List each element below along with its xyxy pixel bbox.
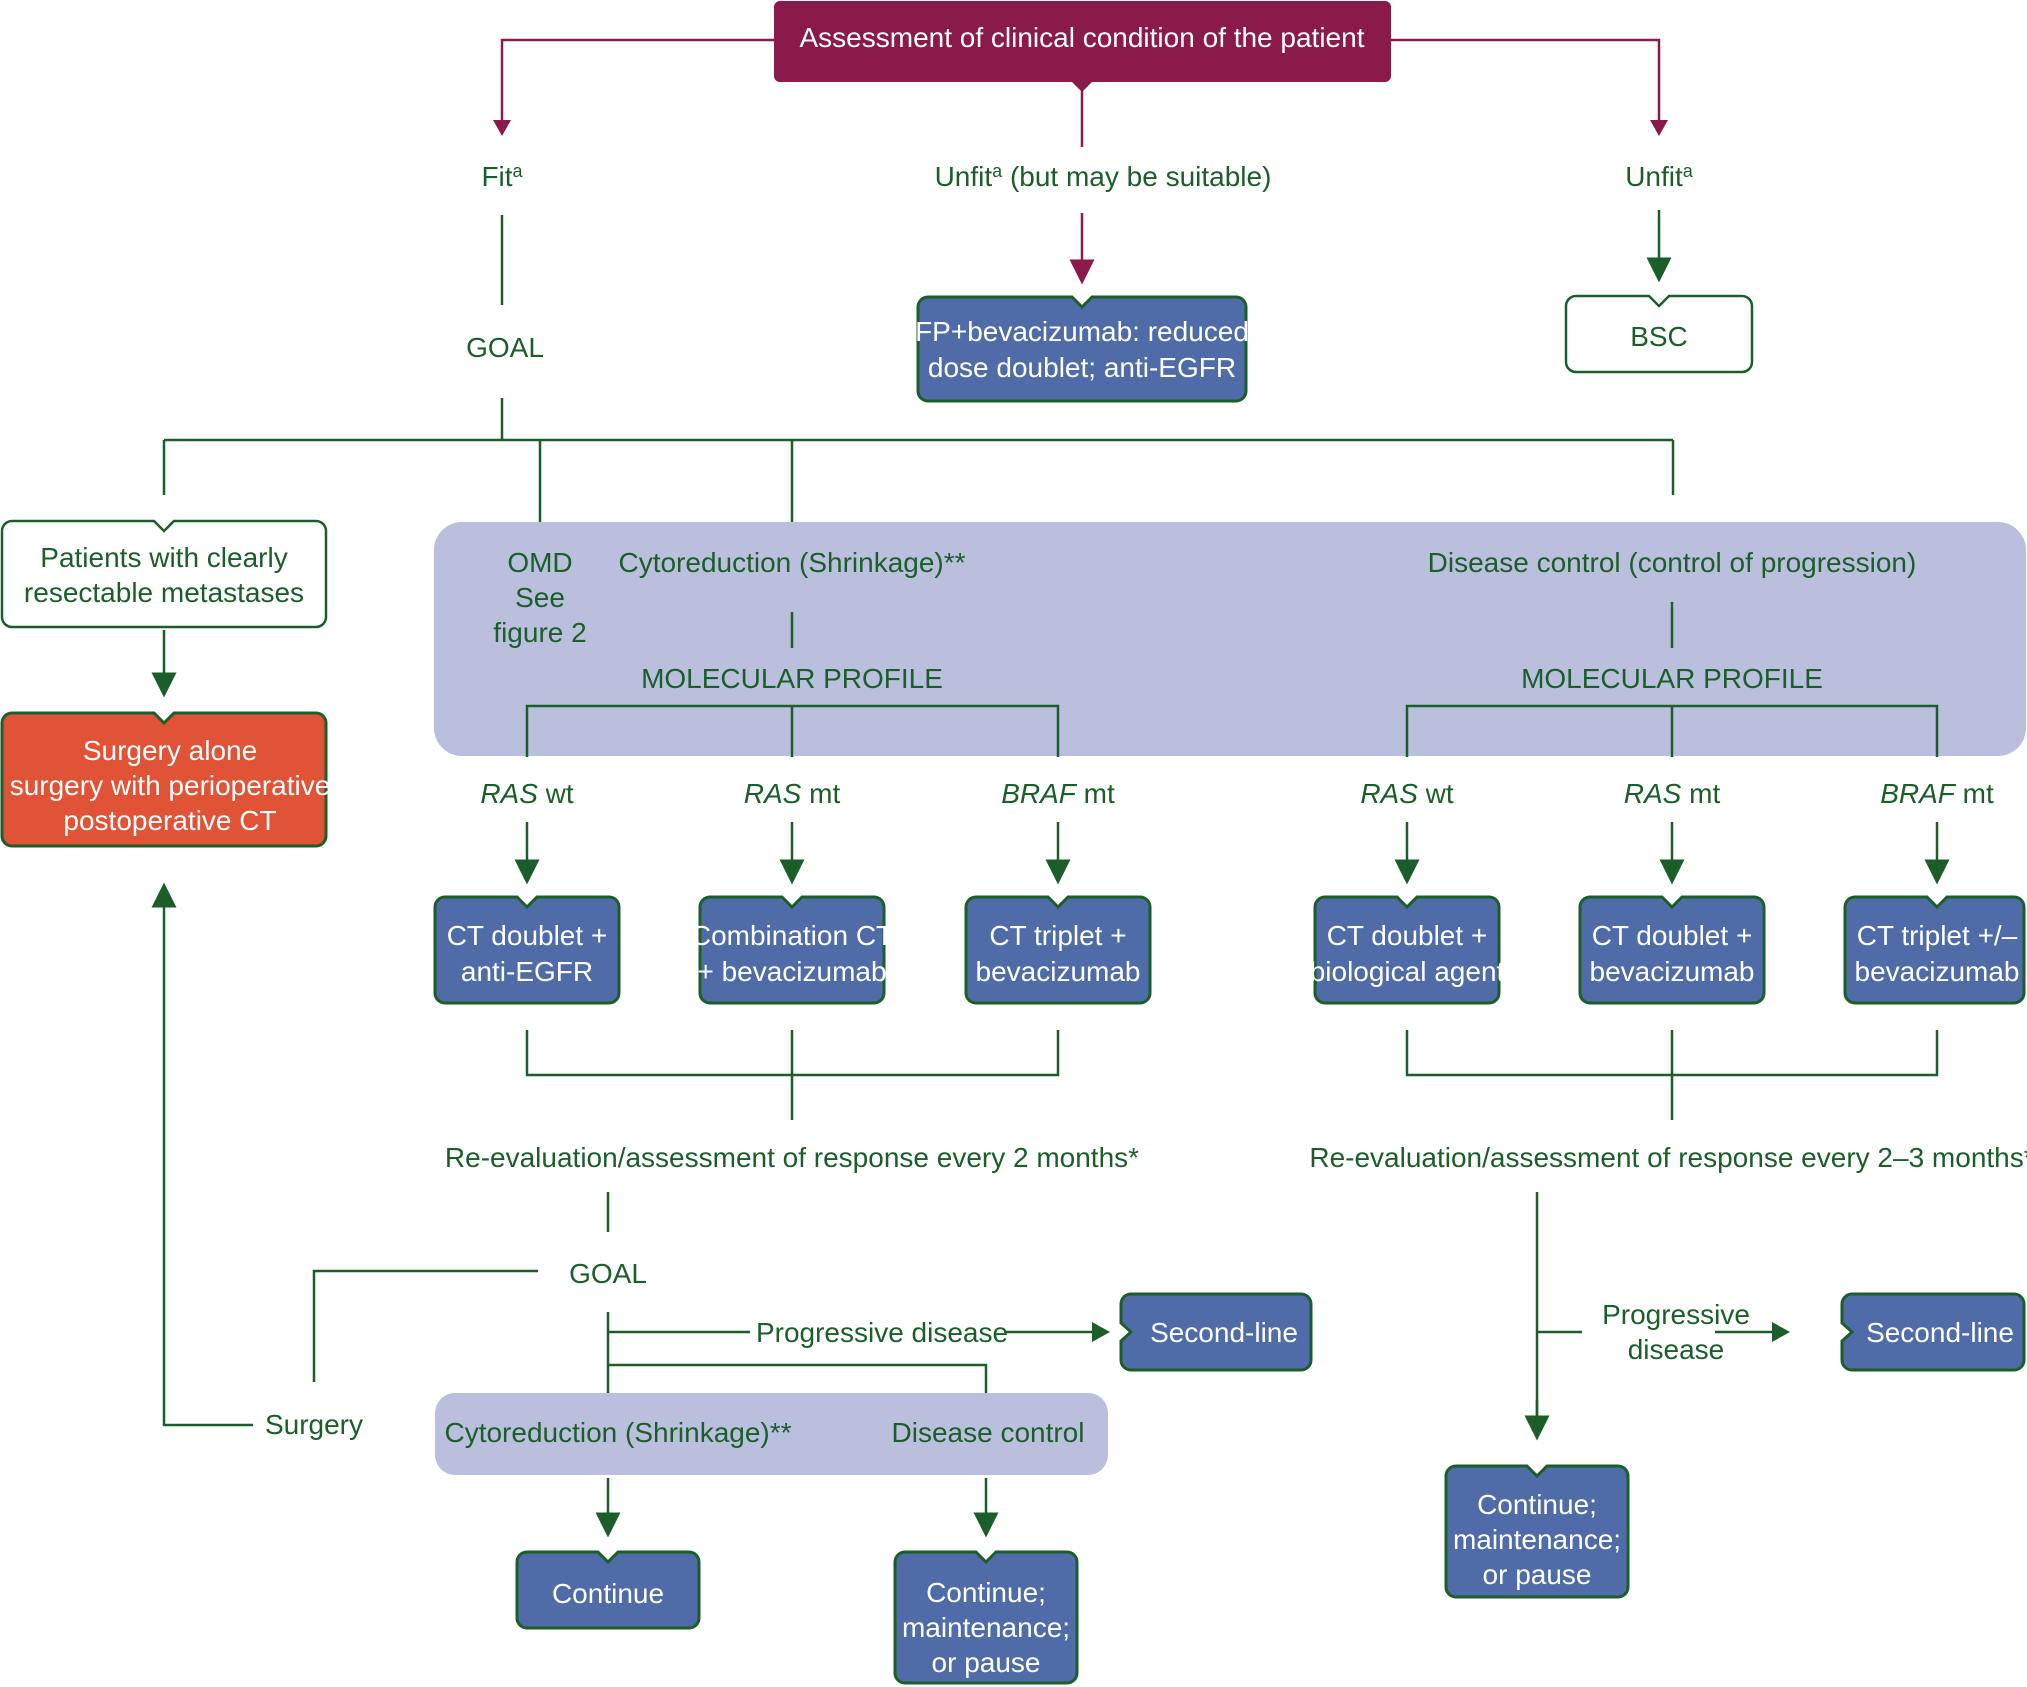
progressive-right-line1: Progressive <box>1602 1299 1750 1330</box>
surgery-box-line1: Surgery alone <box>83 735 257 766</box>
second-line-left-label: Second-line <box>1150 1317 1298 1348</box>
fit-label: Fita <box>481 161 523 192</box>
unfit-label: Unfita <box>1625 161 1694 192</box>
molecular-profile-left: MOLECULAR PROFILE <box>641 663 943 694</box>
omd-line2: See <box>515 582 565 613</box>
header-arrowhead-right <box>1650 120 1668 136</box>
molecular-profile-right-bracket <box>1405 704 1939 757</box>
continue-maintenance-left-line2: maintenance; <box>902 1612 1070 1643</box>
mut-ras-mt-left: RAS mt <box>744 778 841 809</box>
goal-bottom-label: GOAL <box>569 1258 647 1289</box>
left-treatment-box-2[interactable] <box>698 895 886 1005</box>
header-arrowhead-left <box>493 120 511 136</box>
unfit-suitable-label: Unfita (but may be suitable) <box>935 161 1272 192</box>
resectable-line1: Patients with clearly <box>40 542 287 573</box>
continue-maintenance-left-line1: Continue; <box>926 1577 1046 1608</box>
mut-ras-mt-right: RAS mt <box>1624 778 1721 809</box>
reeval-left: Re-evaluation/assessment of response eve… <box>445 1142 1139 1173</box>
surgery-label: Surgery <box>265 1409 363 1440</box>
continue-maintenance-right-line1: Continue; <box>1477 1489 1597 1520</box>
bottom-goal-panel <box>435 1393 1108 1475</box>
molecular-profile-left-bracket <box>525 704 1060 757</box>
right-treatment-1-line2: biological agent <box>1310 956 1505 987</box>
surgery-box-line2: surgery with perioperative <box>10 770 331 801</box>
left-treatment-box-3[interactable] <box>964 895 1152 1005</box>
unfit-suitable-box-line2: dose doublet; anti-EGFR <box>928 352 1236 383</box>
disease-control-label: Disease control (control of progression) <box>1428 547 1917 578</box>
continue-maintenance-left-box[interactable] <box>893 1550 1079 1685</box>
resectable-line2: resectable metastases <box>24 577 304 608</box>
reeval-right: Re-evaluation/assessment of response eve… <box>1309 1142 2027 1173</box>
left-treatment-1-line1: CT doublet + <box>447 920 608 951</box>
right-treatment-box-3[interactable] <box>1843 895 2026 1005</box>
left-treatment-3-line1: CT triplet + <box>989 920 1126 951</box>
mut-braf-mt-left: BRAF mt <box>1001 778 1115 809</box>
right-treatment-2-line1: CT doublet + <box>1592 920 1753 951</box>
unfit-suitable-box-line1: FP+bevacizumab: reduced <box>915 316 1249 347</box>
continue-maintenance-right-line2: maintenance; <box>1453 1524 1621 1555</box>
goal-top-connectors <box>162 398 1675 522</box>
right-treatment-1-line1: CT doublet + <box>1327 920 1488 951</box>
second-line-right-box[interactable] <box>1840 1292 2026 1372</box>
continue-maintenance-right-box[interactable] <box>1444 1464 1630 1599</box>
mut-ras-wt-right: RAS wt <box>1360 778 1454 809</box>
continue-label: Continue <box>552 1578 664 1609</box>
continue-maintenance-left-line3: or pause <box>932 1647 1041 1678</box>
right-treatment-box-1[interactable] <box>1313 895 1501 1005</box>
mutation-arrows <box>514 822 1950 885</box>
right-treatment-2-line2: bevacizumab <box>1590 956 1755 987</box>
surgery-box[interactable] <box>0 711 328 848</box>
surgery-return-arrow <box>151 882 253 1427</box>
left-merge-bracket <box>525 1030 1060 1120</box>
mut-ras-wt-left: RAS wt <box>480 778 574 809</box>
progressive-left-arrowhead <box>1092 1322 1110 1342</box>
left-treatment-3-line2: bevacizumab <box>976 956 1141 987</box>
right-reeval-connectors <box>1535 1192 1775 1425</box>
right-treatment-3-line2: bevacizumab <box>1855 956 2020 987</box>
omd-line1: OMD <box>507 547 572 578</box>
resectable-box[interactable] <box>0 519 328 629</box>
progressive-left-label: Progressive disease <box>756 1317 1008 1348</box>
cytoreduction-label: Cytoreduction (Shrinkage)** <box>618 547 965 578</box>
progressive-right-arrowhead <box>1772 1322 1790 1342</box>
left-treatment-2-line2: + bevacizumab <box>697 956 886 987</box>
strategy-panel <box>434 522 2026 756</box>
left-treatment-1-line2: anti-EGFR <box>461 956 593 987</box>
right-merge-bracket <box>1405 1030 1939 1120</box>
goal-bottom-connectors <box>606 1312 1095 1393</box>
right-treatment-3-line1: CT triplet +/– <box>1857 920 2018 951</box>
progressive-right-line2: disease <box>1628 1334 1725 1365</box>
bottom-cytoreduction-label: Cytoreduction (Shrinkage)** <box>444 1417 791 1448</box>
continue-box[interactable] <box>515 1550 701 1630</box>
header-box <box>774 1 1391 92</box>
bsc-box[interactable] <box>1564 294 1754 374</box>
unfit-suitable-box[interactable] <box>916 295 1248 403</box>
molecular-profile-right: MOLECULAR PROFILE <box>1521 663 1823 694</box>
omd-line3: figure 2 <box>493 617 586 648</box>
surgery-route <box>312 1269 538 1382</box>
surgery-box-line3: postoperative CT <box>63 805 276 836</box>
second-line-right-label: Second-line <box>1866 1317 2014 1348</box>
second-line-left-box[interactable] <box>1119 1292 1313 1372</box>
continue-maintenance-right-line3: or pause <box>1483 1559 1592 1590</box>
bottom-disease-control-label: Disease control <box>892 1417 1085 1448</box>
left-treatment-box-1[interactable] <box>433 895 621 1005</box>
goal-top-label: GOAL <box>466 332 544 363</box>
mut-braf-mt-right: BRAF mt <box>1880 778 1994 809</box>
right-treatment-box-2[interactable] <box>1578 895 1766 1005</box>
bsc-label: BSC <box>1630 321 1688 352</box>
header-title: Assessment of clinical condition of the … <box>800 22 1365 53</box>
left-treatment-2-line1: Combination CT <box>691 920 893 951</box>
